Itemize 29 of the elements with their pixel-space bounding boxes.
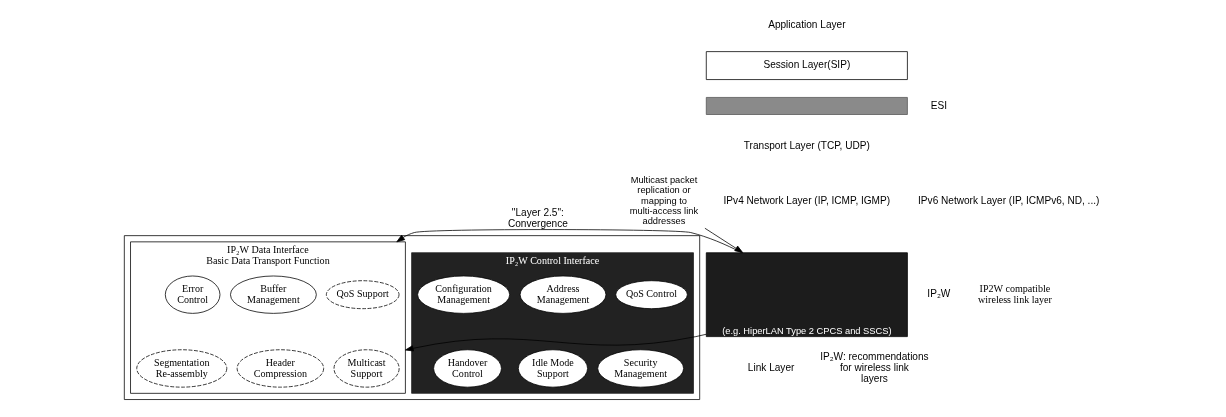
label: IPv6 Network Layer (IP, ICMPv6, ND, ...)	[917, 194, 1099, 206]
label: IPv4 Network Layer (IP, ICMP, IGMP)	[723, 194, 890, 206]
label: Transport Layer (TCP, UDP)	[743, 139, 870, 151]
node-ellipse: Security Management	[596, 349, 684, 388]
node-box: Session Layer(SIP)	[705, 51, 908, 80]
node-ellipse: Handover Control	[432, 349, 502, 388]
node-ellipse: Multicast Support	[333, 349, 400, 388]
node-ellipse: Address Management	[519, 275, 606, 314]
node-label: ESI	[930, 99, 947, 111]
edge-label: "Layer 2.5": Convergence	[507, 206, 568, 229]
arrow	[404, 333, 707, 352]
label: Application Layer	[767, 18, 846, 30]
node-ellipse: Configuration Management	[416, 275, 510, 314]
label: Link Layer	[747, 362, 794, 374]
node-ellipse: QoS Control	[614, 280, 688, 310]
node-label: IP₂W	[926, 288, 950, 300]
arrow	[704, 227, 743, 253]
node-ellipse: Idle Mode Support	[517, 349, 588, 388]
node-box: (e.g. HiperLAN Type 2 CPCS and SSCS)	[705, 252, 908, 337]
node-ellipse: QoS Support	[325, 280, 399, 310]
node-ellipse: Buffer Management	[229, 275, 317, 314]
node-text: Multicast packet replication or mapping to multi-access link addresses	[629, 175, 698, 226]
node-ellipse: Header Compression	[236, 349, 324, 388]
label: IP₂W: recommendations for wireless link layers	[819, 351, 929, 384]
node-bar	[705, 97, 908, 115]
node-ellipse: Segmentation Re-assembly	[135, 349, 227, 388]
arrow	[395, 229, 742, 253]
node-ellipse: Error Control	[164, 275, 220, 314]
label: IP2W compatible wireless link layer	[977, 282, 1052, 305]
